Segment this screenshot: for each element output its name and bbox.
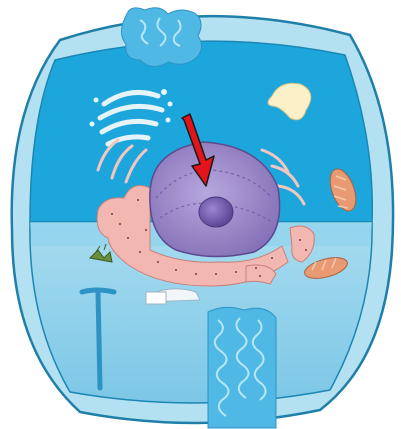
nucleolus [199,197,233,227]
cytoskeleton-bottom [208,307,276,428]
cytoskeleton-top [121,8,201,67]
